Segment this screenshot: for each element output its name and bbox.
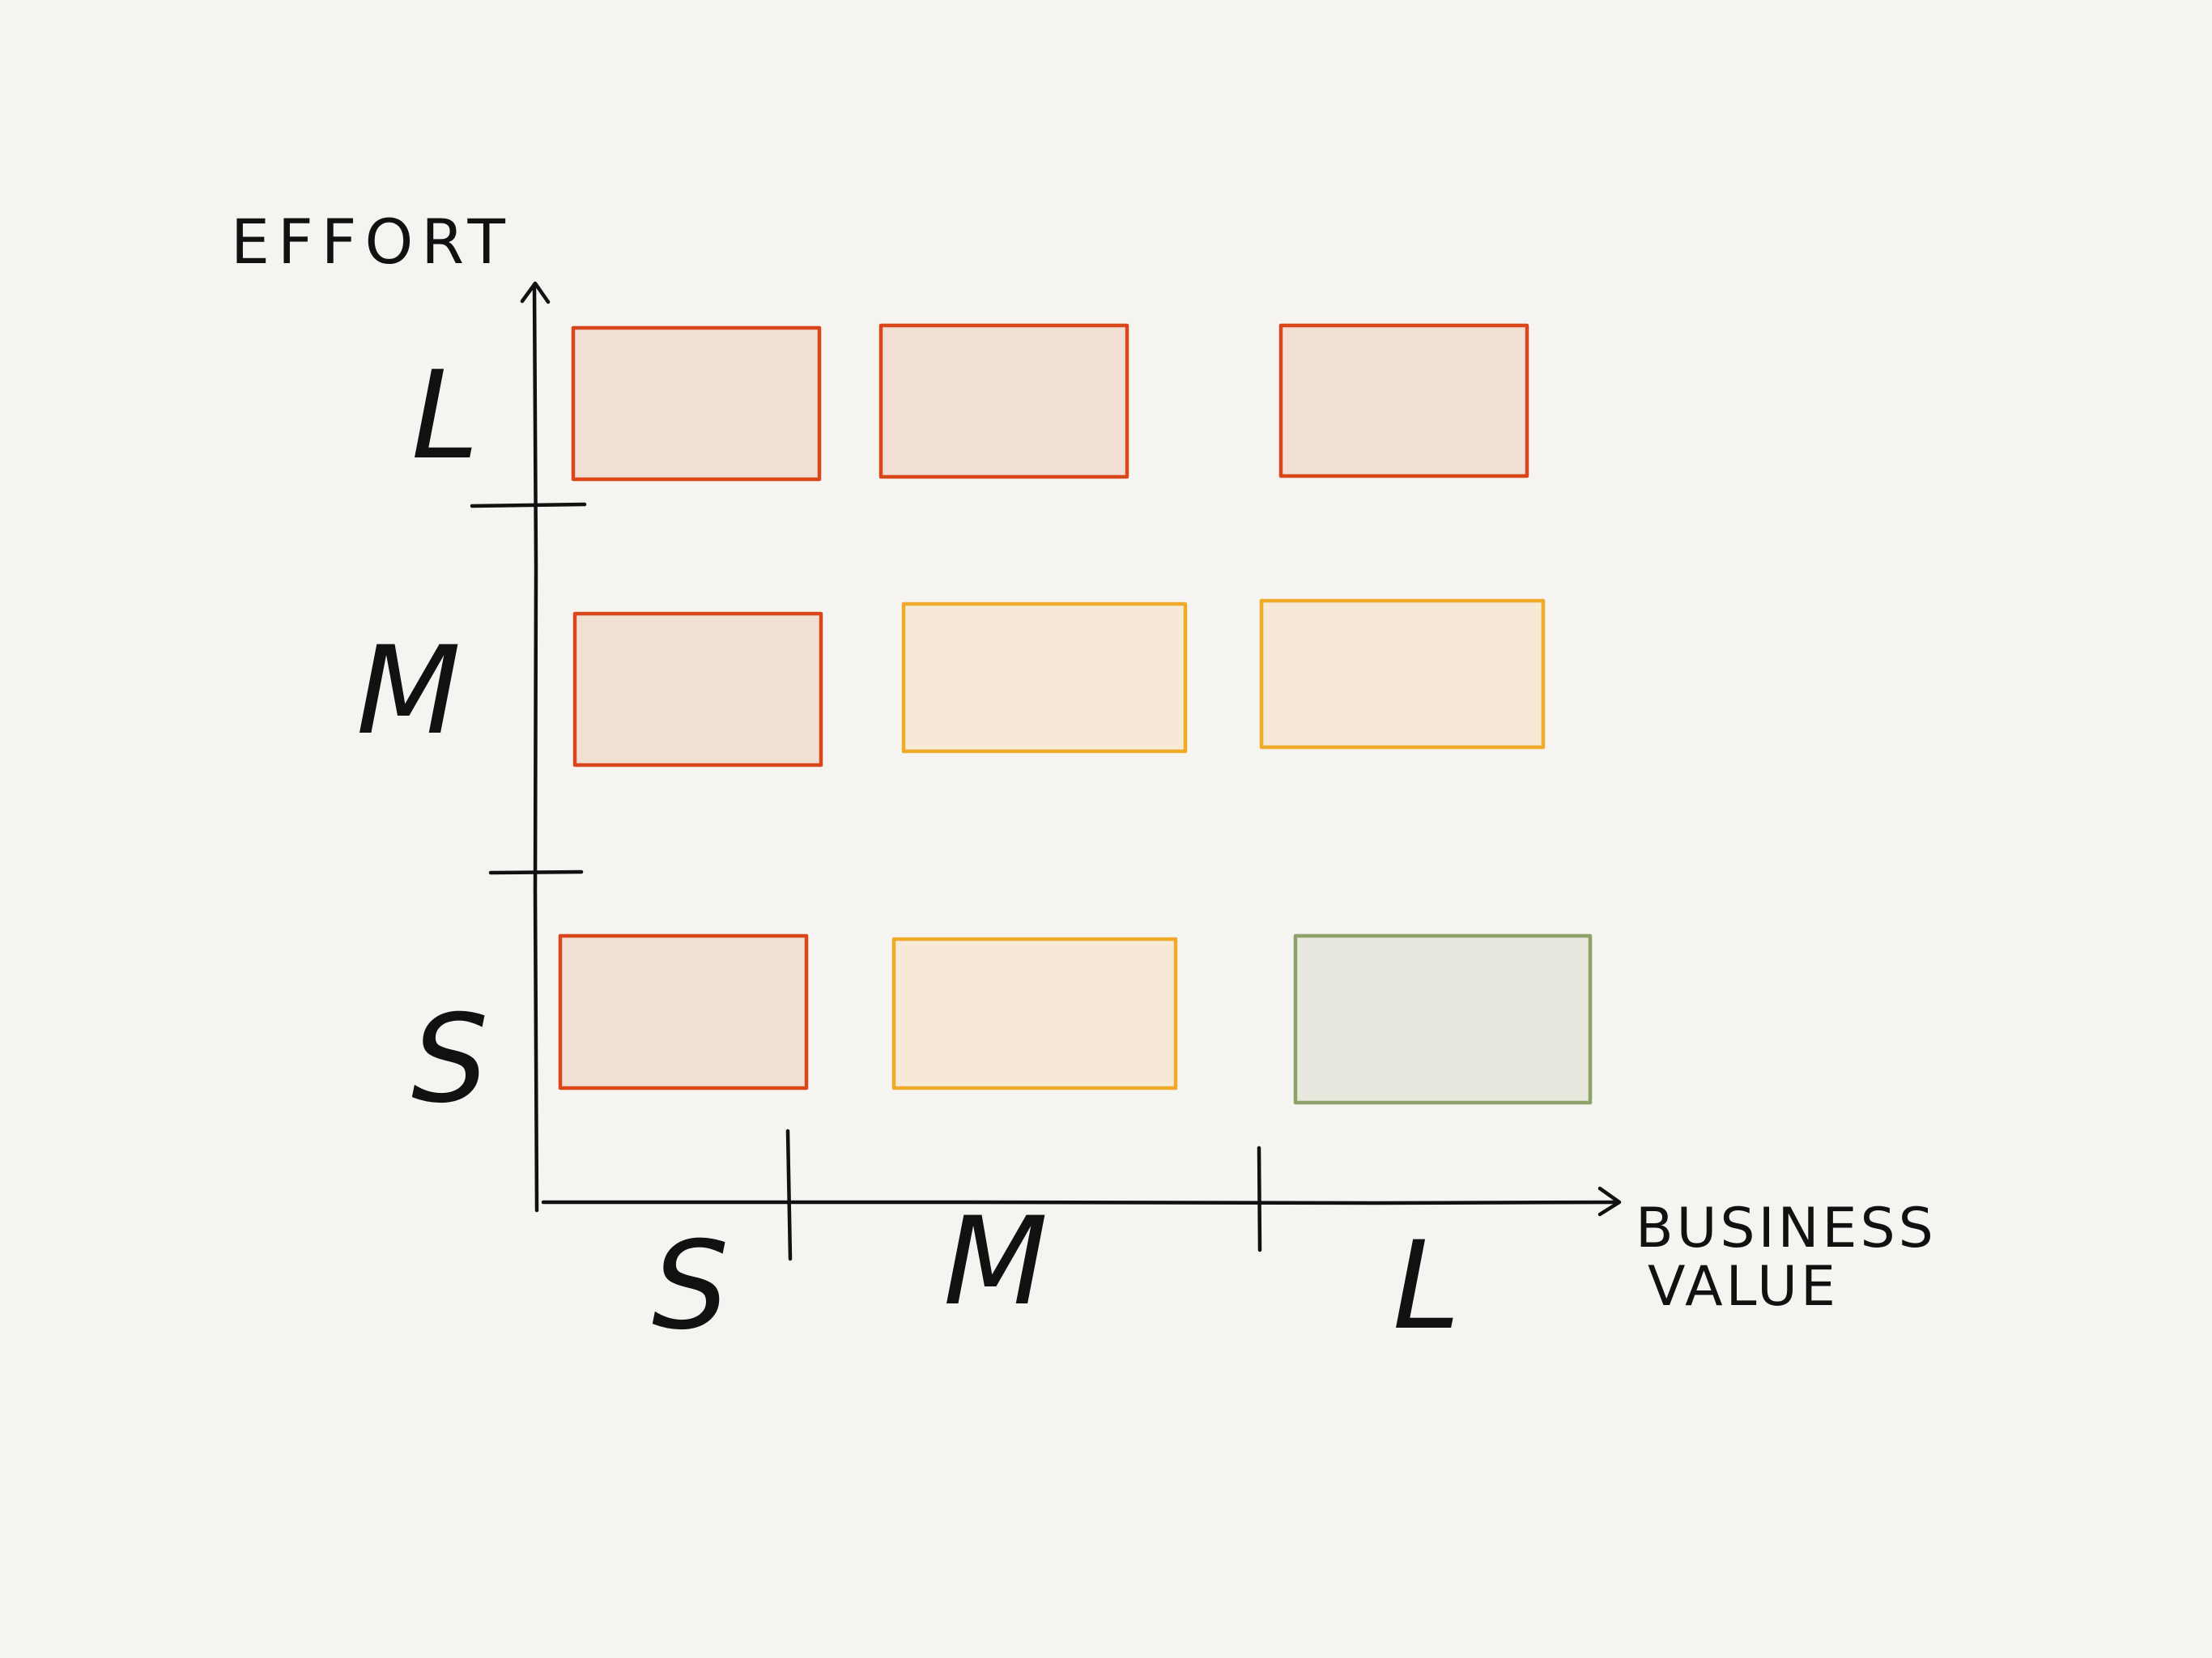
cell-effort-s-value-m (891, 937, 1178, 1090)
y-tick-label-small: S (411, 989, 488, 1130)
cell-effort-l-value-m (878, 323, 1129, 479)
cell-effort-m-value-m (901, 602, 1188, 754)
cell-effort-l-value-s (571, 325, 822, 482)
x-axis-line (541, 1200, 1619, 1205)
x-divider-right (1257, 1146, 1262, 1252)
x-tick-label-large: L (1393, 1216, 1461, 1357)
x-divider-left (785, 1129, 793, 1261)
y-axis-title: EFFORT (231, 206, 513, 278)
x-tick-label-small: S (652, 1216, 729, 1357)
cell-effort-l-value-l (1278, 323, 1529, 478)
y-tick-label-large: L (411, 346, 479, 487)
y-divider-top (470, 502, 587, 508)
x-tick-label-medium: M (943, 1192, 1048, 1333)
axes (470, 281, 1622, 1261)
y-divider-bottom (488, 869, 584, 875)
y-axis-arrowhead (520, 281, 551, 304)
cell-effort-s-value-s (558, 933, 809, 1090)
x-axis-title-line2: VALUE (1648, 1255, 1839, 1319)
cell-effort-m-value-s (572, 611, 823, 767)
cell-effort-m-value-l (1259, 598, 1546, 750)
x-axis-arrowhead (1597, 1186, 1622, 1217)
y-tick-label-medium: M (356, 621, 461, 762)
matrix-cells (558, 323, 1593, 1105)
cell-effort-s-value-l (1293, 933, 1593, 1105)
y-axis-line (532, 283, 539, 1213)
x-axis-title-line1: BUSINESS (1636, 1197, 1937, 1261)
